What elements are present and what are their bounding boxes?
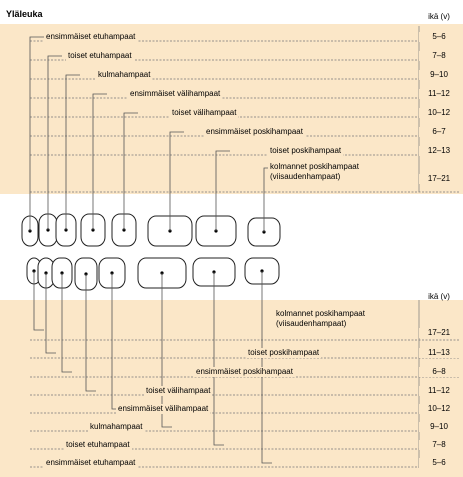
upper-age-canines: 9–10 (419, 70, 459, 80)
lower-label-canines: kulmahampaat (88, 422, 145, 432)
lower-leader-line (61, 273, 72, 373)
upper-label-central-incisors: ensimmäiset etuhampaat (44, 32, 138, 42)
lower-label-first-molars: ensimmäiset poskihampaat (194, 367, 295, 377)
upper-age-first-molars: 6–7 (419, 127, 459, 137)
upper-leader-line (169, 131, 184, 231)
upper-age-second-molars: 12–13 (419, 146, 459, 156)
lower-age-third-molars: 17–21 (419, 328, 459, 338)
upper-leader-line (92, 93, 107, 230)
upper-age-second-premolars: 10–12 (419, 108, 459, 118)
lower-leader-line (33, 271, 44, 331)
upper-leader-line (263, 167, 268, 232)
upper-leader-line (29, 36, 44, 231)
upper-age-first-premolars: 11–12 (419, 89, 459, 99)
upper-jaw-title: Yläleuka (6, 9, 43, 19)
lower-age-second-molars: 11–13 (419, 348, 459, 358)
lower-leader-line (85, 274, 96, 392)
lower-label-first-premolars: ensimmäiset välihampaat (116, 404, 211, 414)
upper-age-central-incisors: 5–6 (419, 32, 459, 42)
lower-leader-line (161, 273, 172, 428)
upper-label-second-premolars: toiset välihampaat (170, 108, 239, 118)
upper-label-third-molars: kolmannet poskihampaat (viisaudenhampaat… (268, 162, 382, 182)
upper-leader-line (47, 55, 62, 230)
lower-leader-line (261, 271, 272, 464)
upper-leader-line (65, 74, 80, 230)
upper-age-header: ikä (v) (428, 12, 450, 21)
lower-age-first-premolars: 10–12 (419, 404, 459, 414)
lower-leader-line (111, 273, 122, 410)
lower-age-canines: 9–10 (419, 422, 459, 432)
lower-label-third-molars: kolmannet poskihampaat (viisaudenhampaat… (274, 309, 378, 329)
upper-leader-line (215, 150, 230, 231)
upper-age-third-molars: 17–21 (419, 174, 459, 184)
upper-label-second-molars: toiset poskihampaat (268, 146, 344, 156)
lower-leader-line (213, 272, 224, 446)
lower-leader-line (45, 273, 56, 354)
upper-label-canines: kulmahampaat (96, 70, 153, 80)
lower-label-second-premolars: toiset välihampaat (144, 386, 213, 396)
upper-age-lateral-incisors: 7–8 (419, 51, 459, 61)
lower-label-central-incisors: ensimmäiset etuhampaat (44, 458, 138, 468)
lower-age-first-molars: 6–8 (419, 367, 459, 377)
upper-label-lateral-incisors: toiset etuhampaat (66, 51, 134, 61)
lower-label-lateral-incisors: toiset etuhampaat (64, 440, 132, 450)
lower-age-header: ikä (v) (428, 292, 450, 301)
lower-age-lateral-incisors: 7–8 (419, 440, 459, 450)
lower-age-second-premolars: 11–12 (419, 386, 459, 396)
lower-label-second-molars: toiset poskihampaat (246, 348, 322, 358)
upper-label-first-premolars: ensimmäiset välihampaat (128, 89, 223, 99)
upper-label-first-molars: ensimmäiset poskihampaat (204, 127, 305, 137)
lower-age-central-incisors: 5–6 (419, 458, 459, 468)
upper-leader-line (123, 112, 138, 230)
